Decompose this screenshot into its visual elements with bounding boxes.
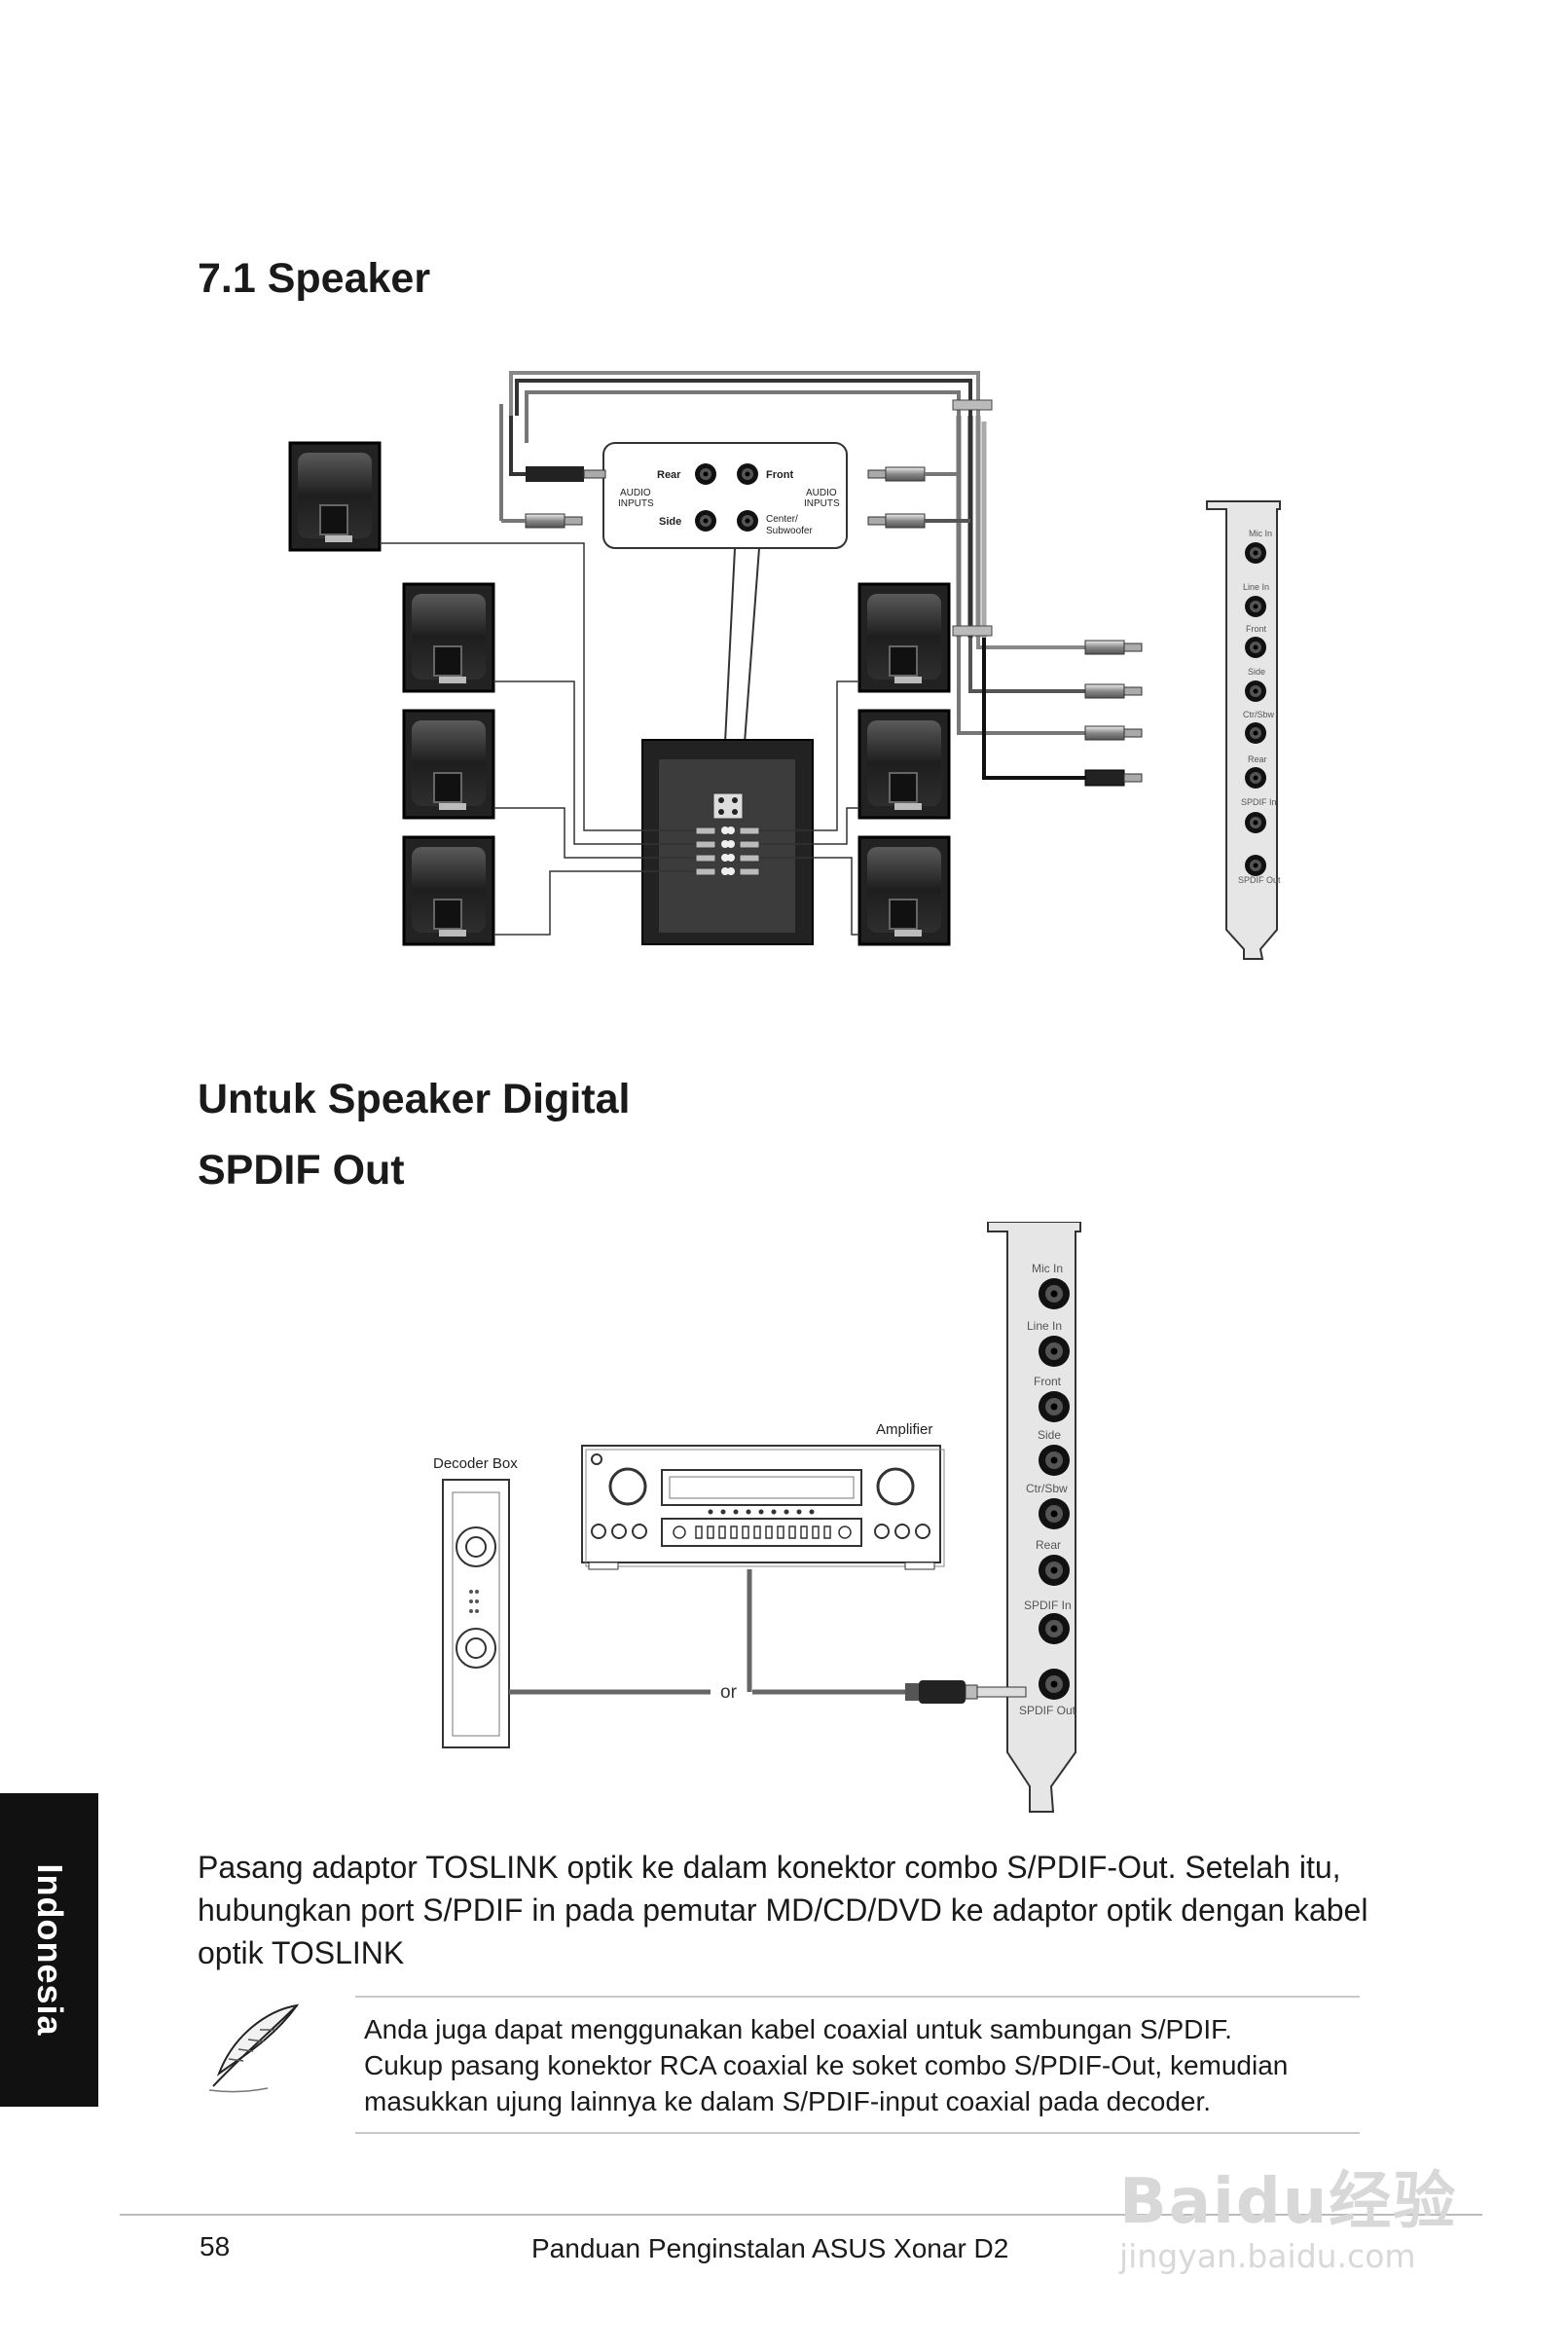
note-line: Anda juga dapat menggunakan kabel coaxia… (364, 2014, 1232, 2044)
page-number: 58 (200, 2231, 231, 2261)
hub-label-audio: AUDIO (620, 488, 651, 498)
note-line: Cukup pasang konektor RCA coaxial ke sok… (364, 2050, 1289, 2080)
watermark-brand: Baidu经验 (1119, 2166, 1458, 2238)
card-port-label: SPDIF Out (1019, 1704, 1076, 1717)
hub-label-side: Side (659, 516, 681, 528)
hub-label-inputs: INPUTS (618, 498, 654, 509)
note-bottom-rule (355, 2132, 1360, 2134)
card-port-label: Front (1034, 1375, 1062, 1388)
hub-label-front: Front (766, 469, 793, 481)
footer-title: Panduan Penginstalan ASUS Xonar D2 (531, 2233, 1009, 2263)
side-tab-label: Indonesia (29, 1863, 70, 2037)
card-port-label: Mic In (1032, 1262, 1063, 1275)
spdif-out-wiring-diagram: Mic In Line In Front Side Ctr/Sbw Rear S… (433, 1222, 1081, 1813)
hub-label-center: Center/ (766, 514, 798, 525)
feather-quill-icon (208, 2003, 300, 2093)
section-title-digital-speaker: Untuk Speaker Digital (198, 1076, 631, 1122)
note-top-rule (355, 1996, 1360, 1998)
card-port-label: Line In (1243, 582, 1269, 592)
decoder-box-label: Decoder Box (433, 1455, 518, 1472)
card-port-label: SPDIF In (1241, 797, 1277, 807)
card-port-label: Rear (1036, 1538, 1061, 1552)
card-port-label: Rear (1248, 754, 1267, 764)
language-side-tab: Indonesia (0, 1793, 98, 2107)
card-port-label: Ctr/Sbw (1026, 1482, 1068, 1495)
amplifier-label: Amplifier (876, 1421, 932, 1438)
card-port-label: Front (1246, 624, 1267, 634)
watermark-url: jingyan.baidu.com (1119, 2237, 1416, 2275)
card-port-label: Side (1248, 667, 1265, 677)
card-port-label: SPDIF In (1024, 1599, 1072, 1612)
instruction-paragraph: Pasang adaptor TOSLINK optik ke dalam ko… (198, 1850, 1368, 1970)
hub-label-inputs-right: INPUTS (804, 498, 840, 509)
speaker-7-1-wiring-diagram: Mic In Line In Front Side Ctr/Sbw Rear S… (288, 371, 1281, 960)
hub-label-subwoofer: Subwoofer (766, 526, 813, 536)
section-subtitle-spdif-out: SPDIF Out (198, 1147, 405, 1194)
hub-label-rear: Rear (657, 469, 681, 481)
card-port-label: Ctr/Sbw (1243, 710, 1275, 719)
card-port-label: Side (1038, 1428, 1061, 1442)
hub-label-audio-right: AUDIO (806, 488, 837, 498)
card-port-label: SPDIF Out (1238, 875, 1281, 885)
or-label: or (720, 1682, 738, 1703)
card-port-label: Mic In (1249, 529, 1272, 538)
card-port-label: Line In (1027, 1319, 1062, 1333)
note-line: masukkan ujung lainnya ke dalam S/PDIF-i… (364, 2086, 1212, 2116)
footer-rule (120, 2214, 1482, 2216)
section-title-7-1-speaker: 7.1 Speaker (198, 255, 431, 302)
